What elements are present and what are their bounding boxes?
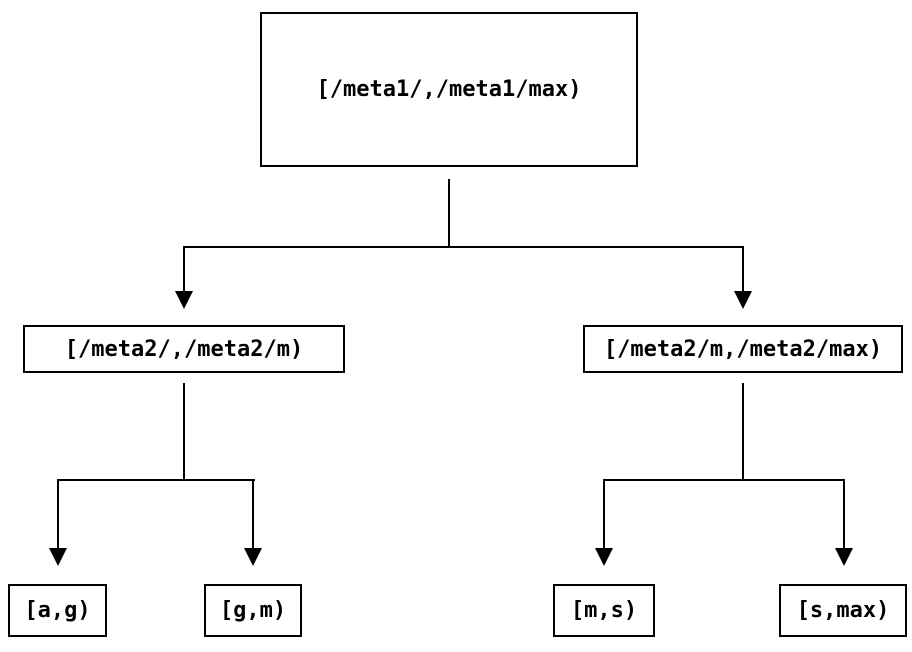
edge-left-to-leaf-gm <box>252 479 254 548</box>
node-label: [g,m) <box>219 598 287 623</box>
arrowhead-down-icon <box>835 548 853 566</box>
edge-root-stem <box>448 179 450 247</box>
tree-leaf-g-m: [g,m) <box>204 584 302 637</box>
tree-leaf-a-g: [a,g) <box>8 584 107 637</box>
arrowhead-down-icon <box>244 548 262 566</box>
tree-node-meta1-range: [/meta1/,/meta1/max) <box>260 12 638 167</box>
tree-node-meta2-upper-range: [/meta2/m,/meta2/max) <box>583 325 903 373</box>
node-label: [/meta2/,/meta2/m) <box>64 336 304 362</box>
node-label: [/meta1/,/meta1/max) <box>316 77 582 102</box>
node-label: [s,max) <box>796 598 890 623</box>
tree-leaf-s-max: [s,max) <box>779 584 907 637</box>
arrowhead-down-icon <box>595 548 613 566</box>
edge-right-split <box>603 479 845 481</box>
edge-right-to-leaf-ms <box>603 479 605 548</box>
edge-left-to-leaf-ag <box>57 479 59 548</box>
edge-root-to-left <box>183 246 185 291</box>
tree-leaf-m-s: [m,s) <box>553 584 655 637</box>
edge-right-stem <box>742 383 744 480</box>
edge-left-stem <box>183 383 185 480</box>
arrowhead-down-icon <box>734 291 752 309</box>
arrowhead-down-icon <box>49 548 67 566</box>
edge-left-split <box>57 479 255 481</box>
arrowhead-down-icon <box>175 291 193 309</box>
edge-root-split <box>183 246 744 248</box>
edge-right-to-leaf-smax <box>843 479 845 548</box>
node-label: [m,s) <box>570 598 638 623</box>
edge-root-to-right <box>742 246 744 291</box>
node-label: [/meta2/m,/meta2/max) <box>603 336 883 362</box>
tree-node-meta2-lower-range: [/meta2/,/meta2/m) <box>23 325 345 373</box>
node-label: [a,g) <box>24 598 91 623</box>
